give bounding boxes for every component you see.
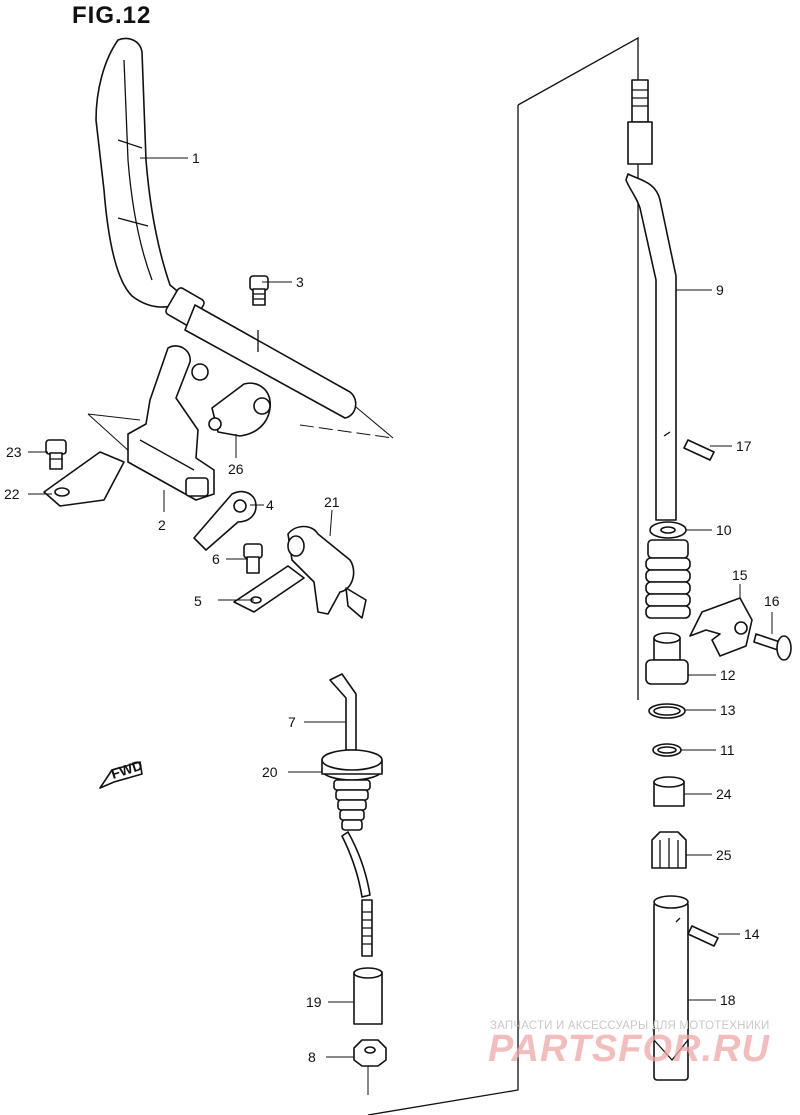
callout-3: 3 <box>296 274 304 290</box>
part-20-grommet <box>321 749 383 831</box>
part-26-sleeve <box>208 382 271 437</box>
part-11-ring <box>652 743 682 757</box>
callout-17: 17 <box>736 438 752 454</box>
part-6-bolt <box>243 543 263 574</box>
callout-25: 25 <box>716 847 732 863</box>
callout-6: 6 <box>212 551 220 567</box>
callout-18: 18 <box>720 992 736 1008</box>
part-22-plate <box>43 451 125 507</box>
part-25-spline-bushing <box>651 831 687 869</box>
callout-13: 13 <box>720 702 736 718</box>
watermark-brand: PARTSFOR.RU <box>488 1028 770 1070</box>
callout-9: 9 <box>716 282 724 298</box>
callout-23: 23 <box>6 444 22 460</box>
part-7-rod-lower <box>341 831 373 957</box>
callout-1: 1 <box>192 150 200 166</box>
callout-10: 10 <box>716 522 732 538</box>
part-19-connector <box>353 967 383 1025</box>
callout-11: 11 <box>720 742 735 758</box>
part-1-tiller-handle <box>95 37 357 419</box>
callout-14: 14 <box>744 926 760 942</box>
part-4-lever <box>193 490 257 551</box>
callout-24: 24 <box>716 786 732 802</box>
part-24-bushing <box>653 776 685 807</box>
rod-boot <box>645 539 691 619</box>
part-2-shift-bracket <box>127 345 215 501</box>
callout-8: 8 <box>308 1049 316 1065</box>
fwd-direction-marker: FWD <box>99 757 144 789</box>
watermark-caption: ЗАПЧАСТИ И АКСЕССУАРЫ ДЛЯ МОТОТЕХНИКИ <box>490 1020 770 1032</box>
callout-26: 26 <box>228 461 244 477</box>
figure-title: FIG.12 <box>72 2 152 29</box>
part-9-shift-rod <box>625 79 677 521</box>
callout-7: 7 <box>288 714 296 730</box>
section-boundary-lines <box>87 36 639 1115</box>
part-21-shift-arm <box>287 525 367 619</box>
callout-20: 20 <box>262 764 278 780</box>
part-17-pin <box>683 439 715 461</box>
part-18-shaft <box>653 895 689 1081</box>
callout-2: 2 <box>158 517 166 533</box>
callout-12: 12 <box>720 667 736 683</box>
part-12-bushing <box>645 632 689 685</box>
callout-numbers: 1 2 3 4 5 6 7 8 9 10 11 12 13 14 15 16 1… <box>4 150 780 1065</box>
part-16-screw <box>753 633 792 661</box>
part-13-o-ring <box>648 703 686 719</box>
leader-lines <box>28 157 773 1058</box>
part-10-washer <box>649 521 687 539</box>
callout-15: 15 <box>732 567 748 583</box>
part-3-bolt <box>249 275 269 306</box>
part-7-shift-rod <box>329 673 357 751</box>
part-5-plate <box>233 565 305 613</box>
part-8-nut <box>353 1039 387 1067</box>
callout-19: 19 <box>306 994 322 1010</box>
callout-4: 4 <box>266 497 274 513</box>
callout-16: 16 <box>764 593 780 609</box>
callout-5: 5 <box>194 593 202 609</box>
part-15-clip <box>689 597 753 657</box>
part-14-pin <box>687 925 719 947</box>
part-23-bolt <box>45 439 67 470</box>
callout-21: 21 <box>324 494 340 510</box>
callout-22: 22 <box>4 486 20 502</box>
